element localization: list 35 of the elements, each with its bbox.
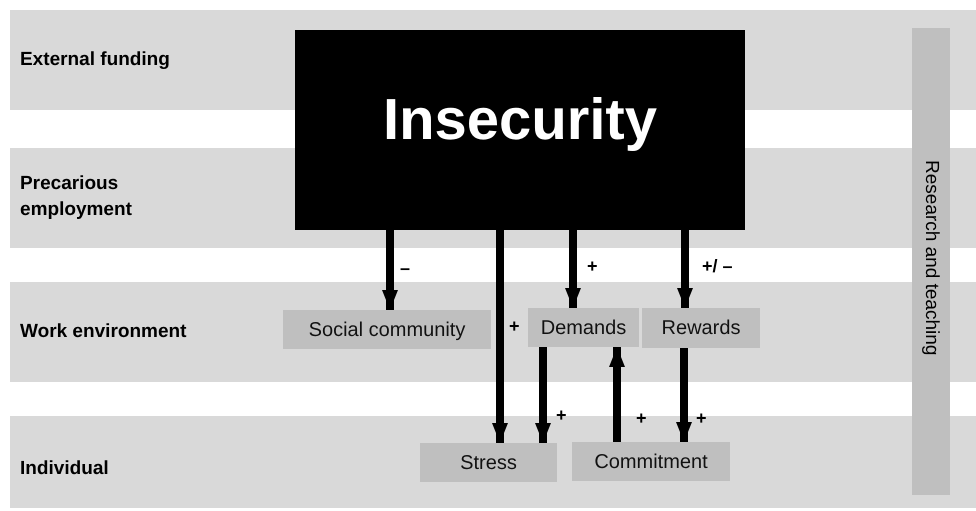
factor-box <box>642 308 760 348</box>
arrow <box>535 347 551 443</box>
arrow <box>492 230 508 443</box>
side-label: Research and teaching <box>920 160 942 356</box>
box-label: Stress <box>460 450 517 474</box>
level-band <box>10 148 295 248</box>
factor-box <box>420 443 557 482</box>
band-label: Individual <box>20 457 110 481</box>
side-bar <box>912 28 950 495</box>
arrow <box>609 347 625 442</box>
box-title: Insecurity <box>382 88 658 152</box>
band-label: External funding <box>20 48 171 72</box>
band-label: Work environment <box>20 320 188 344</box>
edge-label: + <box>696 408 707 428</box>
level-band <box>10 282 976 382</box>
edge-label: – <box>400 258 410 278</box>
arrow <box>676 348 692 442</box>
factor-box <box>528 308 639 347</box>
factor-box <box>572 442 730 481</box>
edge-label: +/ – <box>702 256 733 276</box>
arrow <box>677 230 693 308</box>
main-box <box>295 30 745 230</box>
box-label: Social community <box>308 318 466 342</box>
arrow <box>382 230 398 310</box>
box-label: Demands <box>540 316 626 340</box>
edge-label: + <box>636 408 647 428</box>
edge-label: + <box>556 405 567 425</box>
level-band <box>10 10 295 110</box>
box-label: Commitment <box>594 450 708 474</box>
edge-label: + <box>509 316 520 336</box>
band-label: Precarious employment <box>20 172 133 222</box>
arrow <box>565 230 581 308</box>
edge-label: + <box>587 256 598 276</box>
box-label: Rewards <box>662 316 740 340</box>
factor-box <box>283 310 491 349</box>
